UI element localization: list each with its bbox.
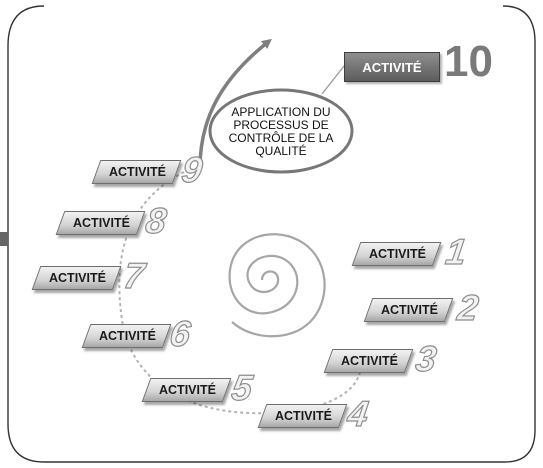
activity-1-label: ACTIVITÉ xyxy=(351,242,442,266)
activity-5-label: ACTIVITÉ xyxy=(141,378,232,402)
application-line-4: QUALITÉ xyxy=(255,144,307,158)
side-tab xyxy=(0,232,8,246)
activity-9-label: ACTIVITÉ xyxy=(91,160,182,184)
activity-10-label: ACTIVITÉ xyxy=(344,52,440,82)
activity-6-label: ACTIVITÉ xyxy=(81,324,172,348)
application-line-3: CONTRÔLE DE LA xyxy=(228,131,334,145)
outer-frame xyxy=(7,5,536,463)
pointer-line xyxy=(321,65,345,95)
activity-2-label: ACTIVITÉ xyxy=(363,298,454,322)
activity-4-label: ACTIVITÉ xyxy=(257,404,348,428)
application-line-1: APPLICATION DU xyxy=(231,105,331,119)
activity-7-label: ACTIVITÉ xyxy=(31,266,122,290)
application-line-2: PROCESSUS DE xyxy=(233,118,329,132)
application-text: APPLICATION DU PROCESSUS DE CONTRÔLE DE … xyxy=(214,92,348,172)
activity-10-number: 10 xyxy=(444,37,493,86)
activity-3-label: ACTIVITÉ xyxy=(323,349,414,373)
center-spiral xyxy=(228,233,326,338)
application-ellipse xyxy=(208,88,354,174)
progress-arrow xyxy=(198,38,272,169)
activity-8-label: ACTIVITÉ xyxy=(55,211,146,235)
